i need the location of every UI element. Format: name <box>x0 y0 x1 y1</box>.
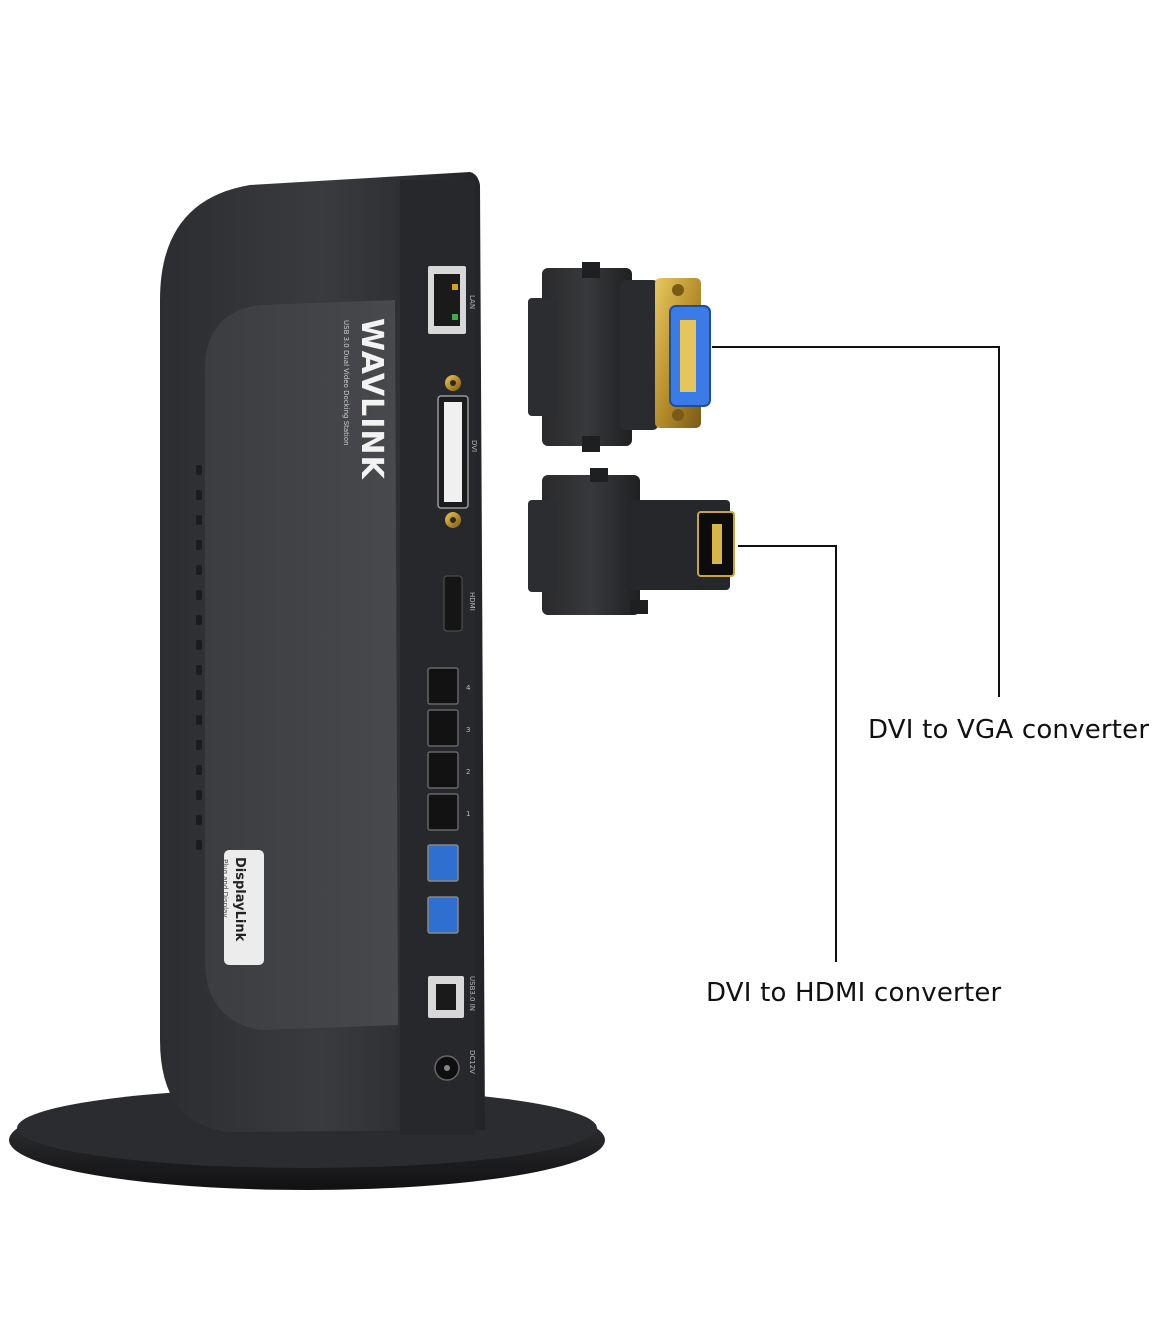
usb-port-number-1: 1 <box>466 810 470 818</box>
usb3-ports <box>427 844 459 934</box>
displaylink-title: DisplayLink <box>232 857 247 942</box>
callout-label-vga: DVI to VGA converter <box>868 715 1150 745</box>
lan-port: LAN <box>428 266 476 334</box>
wavlink-logo: WAVLINK USB 3.0 Dual Video Docking Stati… <box>342 318 389 481</box>
lan-label: LAN <box>468 295 476 309</box>
model-subtitle: USB 3.0 Dual Video Docking Station <box>342 320 350 446</box>
displaylink-subtitle: Plug and Display <box>221 859 229 917</box>
callout-line-hdmi <box>738 545 837 962</box>
dvi-to-hdmi-adapter <box>528 468 735 615</box>
dc-label: DC12V <box>468 1050 476 1074</box>
hdmi-label: HDMI <box>468 592 476 611</box>
callout-line-vga <box>712 346 1000 697</box>
dc-power-port: DC12V <box>434 1050 476 1081</box>
dvi-port: DVI <box>437 375 478 528</box>
hdmi-port: HDMI <box>443 575 476 632</box>
usb3-in-label: USB3.0 IN <box>468 976 476 1011</box>
docking-station: WAVLINK USB 3.0 Dual Video Docking Stati… <box>160 172 485 1135</box>
vent-slots <box>196 465 202 850</box>
usb-port-number-3: 3 <box>466 726 470 734</box>
brand-logo-text: WAVLINK <box>354 318 389 481</box>
dvi-label: DVI <box>470 440 478 452</box>
usb3-in-port: USB3.0 IN <box>428 976 476 1018</box>
usb2-ports: 4 3 2 1 <box>427 667 471 831</box>
dvi-to-vga-adapter <box>528 262 711 452</box>
usb-port-number-2: 2 <box>466 768 470 776</box>
usb-port-number-4: 4 <box>466 684 471 692</box>
displaylink-badge: DisplayLink Plug and Display <box>221 850 264 965</box>
callout-label-hdmi: DVI to HDMI converter <box>706 978 1002 1008</box>
